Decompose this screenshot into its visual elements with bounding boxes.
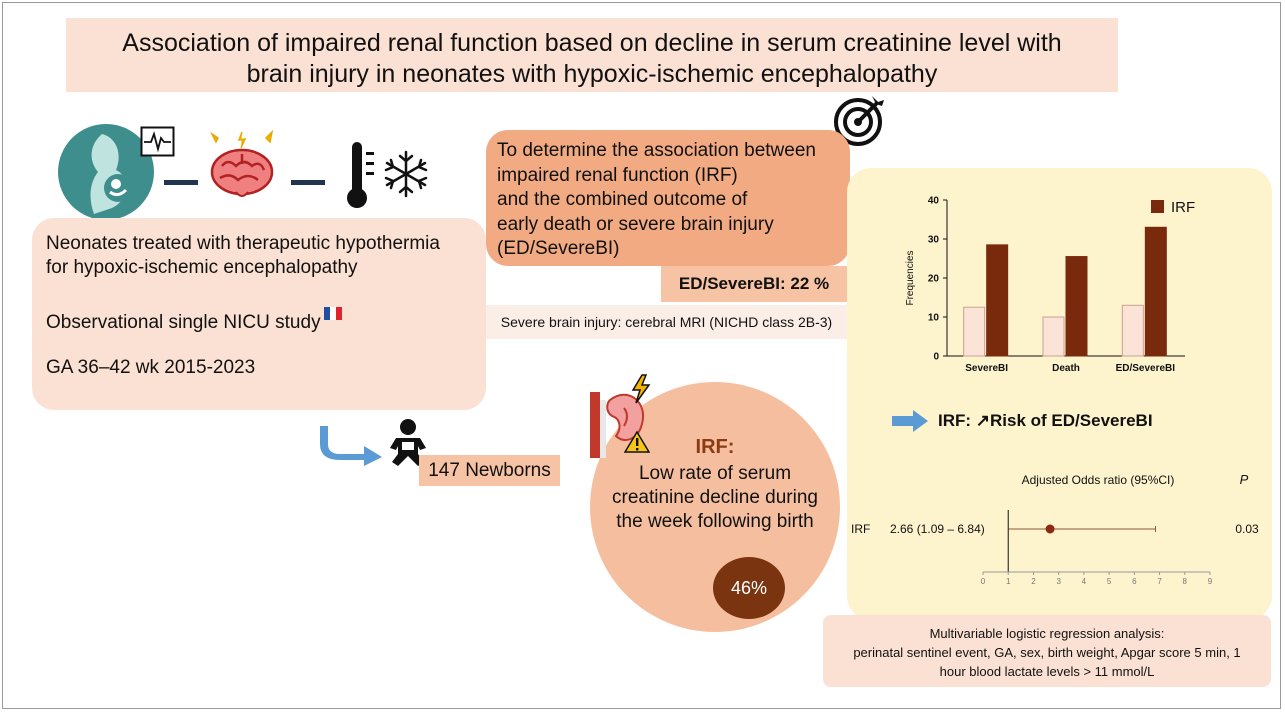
objective-line-4: early death or severe brain injury	[497, 213, 774, 235]
newborns-count: 147 Newborns	[419, 455, 560, 486]
flag-france-icon	[323, 307, 342, 320]
legend-swatch	[1151, 200, 1164, 213]
odds-ratio-point	[1045, 524, 1055, 534]
title-banner: Association of impaired renal function b…	[66, 18, 1118, 92]
multivariable-line-2: perinatal sentinel event, GA, sex, birth…	[853, 645, 1241, 660]
thermometer-icon	[347, 142, 374, 208]
category-label: ED/SevereBI	[1116, 363, 1176, 374]
row-label: IRF	[851, 522, 870, 536]
population-line-3: Observational single NICU study	[46, 307, 342, 335]
objective-line-3: and the combined outcome of	[497, 189, 748, 210]
result-suffix: Risk of ED/SevereBI	[990, 411, 1153, 430]
lightning-icon	[631, 374, 651, 404]
curved-arrow-icon	[320, 426, 382, 466]
warning-icon	[624, 430, 650, 453]
bar-series-0	[963, 306, 986, 357]
right-arrow-icon	[892, 410, 928, 432]
y-tick-label: 0	[933, 352, 939, 363]
legend-label: IRF	[1171, 199, 1195, 216]
result-prefix: IRF:	[938, 411, 976, 430]
category-label: Death	[1052, 363, 1080, 374]
x-tick-label: 9	[1208, 577, 1213, 586]
population-line-2: for hypoxic-ischemic encephalopathy	[46, 257, 358, 278]
bar-series-0	[1042, 316, 1065, 357]
objective-text: To determine the association between imp…	[497, 139, 816, 262]
monitor-icon	[140, 126, 175, 157]
bar-irf	[1144, 226, 1167, 357]
pregnancy-icon	[58, 124, 154, 220]
x-tick-label: 3	[1056, 577, 1061, 586]
irf-line-2: creatinine decline during	[612, 487, 818, 508]
irf-percent-badge: 46%	[713, 557, 785, 619]
objective-line-5: (ED/SevereBI)	[497, 238, 620, 259]
irf-line-3: the week following birth	[616, 511, 814, 532]
severe-bi-definition: Severe brain injury: cerebral MRI (NICHD…	[486, 305, 847, 339]
connector-dash	[291, 180, 325, 185]
objective-box: To determine the association between imp…	[486, 130, 850, 266]
title-line-1: Association of impaired renal function b…	[122, 29, 1062, 57]
multivariable-line-1: Multivariable logistic regression analys…	[929, 626, 1165, 641]
bar-irf	[986, 244, 1009, 357]
y-tick-label: 20	[928, 274, 940, 285]
x-tick-label: 2	[1031, 577, 1036, 586]
x-tick-label: 0	[981, 577, 986, 586]
kidney-icon	[590, 392, 645, 458]
x-tick-label: 4	[1082, 577, 1087, 586]
brain-icon	[210, 130, 274, 197]
row-estimate-text: 2.66 (1.09 – 6.84)	[890, 522, 985, 536]
population-line-4: GA 36–42 wk 2015-2023	[46, 357, 256, 378]
study-design-text: Observational single NICU study	[46, 312, 321, 333]
title-line-2: brain injury in neonates with hypoxic-is…	[246, 60, 938, 88]
connector-dash	[164, 180, 198, 185]
result-statement: IRF: ↗Risk of ED/SevereBI	[938, 410, 1153, 432]
p-value-header: P	[1240, 472, 1249, 487]
baby-icon	[390, 419, 426, 466]
y-tick-label: 30	[928, 235, 940, 246]
category-label: SevereBI	[965, 363, 1008, 374]
multivariable-line-3: hour blood lactate levels > 11 mmol/L	[939, 664, 1155, 679]
increase-arrow-icon: ↗	[975, 411, 991, 430]
objective-line-1: To determine the association between	[497, 140, 816, 161]
x-tick-label: 5	[1107, 577, 1112, 586]
multivariable-box: Multivariable logistic regression analys…	[823, 615, 1271, 687]
bar-series-0	[1121, 304, 1144, 357]
x-tick-label: 8	[1183, 577, 1188, 586]
forest-plot: Adjusted Odds ratio (95%CI) P 0 1 2 3 4 5 6 7 8 9 IR…	[851, 472, 1259, 586]
population-line-1: Neonates treated with therapeutic hypoth…	[46, 233, 440, 254]
x-tick-label: 1	[1006, 577, 1011, 586]
x-tick-label: 7	[1157, 577, 1162, 586]
irf-line-1: Low rate of serum	[638, 463, 792, 484]
y-tick-label: 10	[928, 313, 940, 324]
target-icon	[834, 96, 884, 146]
bar-irf	[1065, 256, 1088, 357]
outcome-rate-badge: ED/SevereBI: 22 %	[661, 266, 847, 302]
snowflake-icon	[384, 150, 428, 198]
irf-heading: IRF:	[695, 436, 735, 458]
y-tick-label: 40	[928, 196, 940, 207]
irf-description: Low rate of serum creatinine decline dur…	[604, 462, 826, 534]
row-p-value: 0.03	[1235, 522, 1259, 536]
y-axis-label: Frequencies	[905, 250, 916, 305]
page-title: Association of impaired renal function b…	[66, 28, 1118, 90]
x-tick-label: 6	[1132, 577, 1137, 586]
forest-title: Adjusted Odds ratio (95%CI)	[1022, 473, 1175, 487]
results-panel	[847, 168, 1272, 620]
objective-line-2: impaired renal function (IRF)	[497, 164, 738, 186]
population-box: Neonates treated with therapeutic hypoth…	[32, 218, 486, 410]
